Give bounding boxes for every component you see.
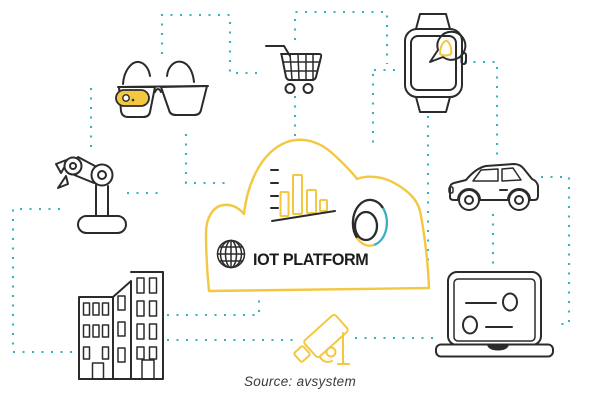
cloud-title: IOT PLATFORM — [253, 250, 369, 269]
watch-pie-chart — [429, 30, 467, 63]
donut-gauge-icon — [351, 198, 389, 247]
source-attribution: Source: avsystem — [243, 374, 357, 389]
connection-car-laptop-right — [541, 175, 571, 326]
robot-arm-icon — [55, 156, 127, 234]
office-building-icon — [78, 271, 164, 380]
smart-glasses-icon — [115, 60, 209, 118]
connection-cart-top-right — [293, 10, 389, 64]
shopping-cart-icon — [265, 45, 323, 94]
bar-chart-icon — [270, 169, 336, 222]
iot-platform-cloud — [204, 138, 431, 293]
glasses-camera-pod — [115, 89, 150, 107]
dotted-connections — [11, 10, 571, 354]
connection-watch-car — [464, 60, 499, 160]
connection-glasses-cart — [160, 13, 264, 75]
globe-icon — [216, 239, 246, 269]
connection-robot-building — [11, 207, 72, 354]
car-icon — [448, 163, 539, 211]
connection-glasses-cloud — [184, 134, 226, 185]
laptop-icon — [435, 271, 554, 358]
smartwatch-icon — [404, 13, 467, 113]
connection-building-cloud — [167, 295, 261, 317]
cloud-outline — [204, 138, 431, 293]
security-camera-icon — [293, 314, 350, 365]
